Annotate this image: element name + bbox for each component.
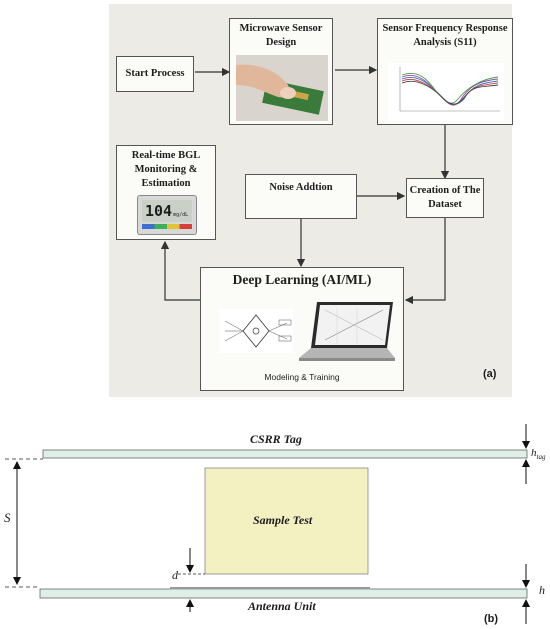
noise-addition-label: Noise Addtion [269,182,333,193]
antenna-patch [170,587,370,590]
arrow-dataset-to-dl [404,218,446,305]
panel-a-label: (a) [483,368,497,380]
bgl-monitoring-box: Real-time BGL Monitoring & Estimation 10… [116,145,216,240]
symbol-h: h [539,583,545,597]
arrow-dl-to-bgl [160,240,200,301]
meter-display: 104mg/dL [142,200,192,222]
meter-color-strip [142,224,192,229]
symbol-h-tag-sub: tag [536,453,546,462]
sensor-photo [236,55,328,121]
sensor-design-box: Microwave Sensor Design [229,18,333,125]
symbol-d: d [172,568,178,582]
antenna-unit-board [39,588,528,599]
deep-learning-box: Deep Learning (AI/ML) Modeling & Trainin… [200,267,404,391]
s11-plot [388,63,504,121]
antenna-unit-label: Antenna Unit [248,599,316,613]
dataset-label: Creation of The Dataset [409,185,481,210]
sample-test-block [204,467,369,575]
dataset-box: Creation of The Dataset [406,178,484,218]
sensor-design-label: Microwave Sensor Design [239,23,323,48]
deep-learning-label: Deep Learning (AI/ML) [232,272,372,287]
sample-test-label: Sample Test [253,513,313,527]
glucose-meter: 104mg/dL [137,195,197,235]
start-process-box: Start Process [116,56,194,92]
symbol-h-tag-main: h [531,447,537,459]
symbol-h-tag: htag [531,447,545,461]
laptop-image [299,302,395,361]
meter-unit: mg/dL [173,212,189,218]
start-process-label: Start Process [125,68,185,79]
meter-reading: 104 [145,202,173,220]
modeling-training-label: Modeling & Training [264,372,340,382]
bgl-monitoring-label: Real-time BGL Monitoring & Estimation [131,150,201,189]
noise-addition-box: Noise Addtion [245,174,357,219]
neural-net-diagram [219,309,293,353]
freq-response-label: Sensor Frequency Response Analysis (S11) [382,23,508,48]
panel-b-label: (b) [484,613,499,625]
symbol-s: S [4,510,11,525]
freq-response-box: Sensor Frequency Response Analysis (S11) [377,18,513,125]
csrr-tag-board [42,449,528,459]
csrr-tag-label: CSRR Tag [250,432,302,446]
